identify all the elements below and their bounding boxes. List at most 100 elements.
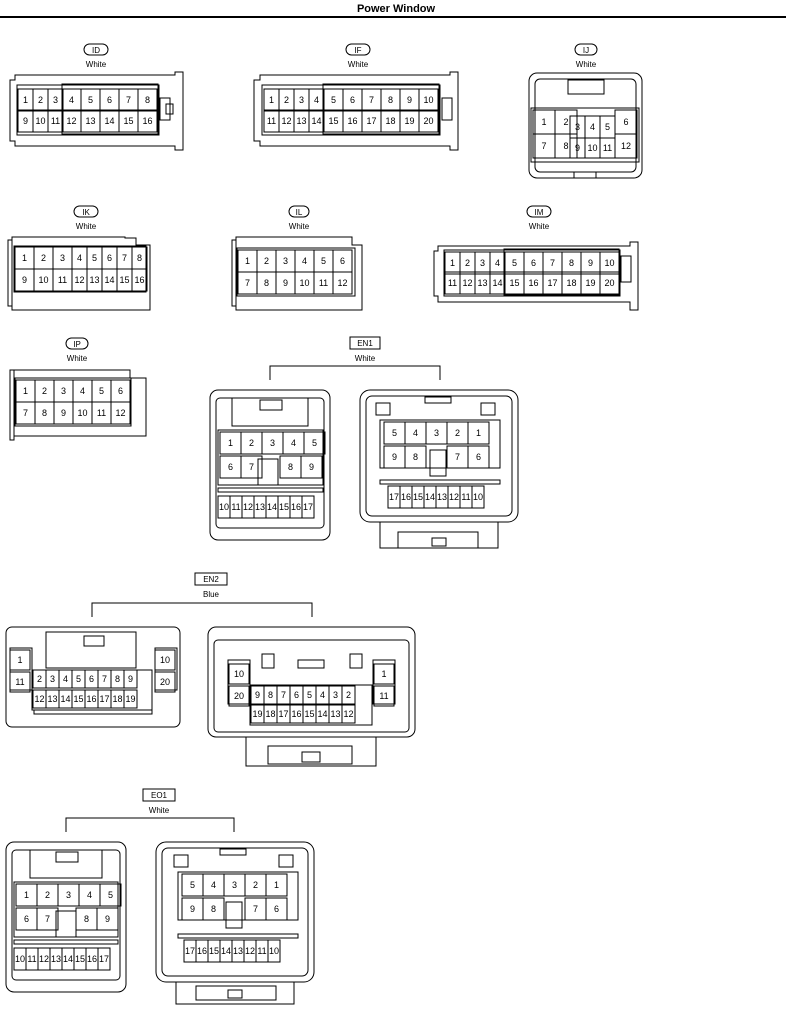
pin-number: 2 [563,117,568,127]
pin-cavity [9,649,31,671]
pin-number: 20 [604,278,614,288]
pin-number: 8 [115,674,120,684]
pin-number: 14 [63,954,73,964]
pin-number: 4 [87,890,92,900]
pin-number: 9 [588,258,593,268]
pin-number: 4 [314,95,319,105]
pin-cavity [265,873,288,897]
connector-id-label: IM [535,208,544,217]
pin-number: 2 [37,674,42,684]
connector-IL: IL White [231,205,363,311]
pin-number: 4 [69,95,74,105]
pin-number: 10 [423,95,433,105]
pin-cavity [97,947,111,971]
pin-number: 6 [350,95,355,105]
pin-number: 16 [86,694,96,704]
pin-number: 16 [291,502,301,512]
pin-number: 2 [346,690,351,700]
connector-color-label: White [348,60,369,69]
pin-number: 14 [221,946,231,956]
pin-number: 10 [219,502,229,512]
pin-cavity [467,445,490,469]
pin-number: 2 [42,386,47,396]
pin-number: 6 [107,253,112,263]
pin-number: 12 [245,946,255,956]
pin-cavity [137,88,158,112]
pin-number: 4 [80,386,85,396]
connector-EN1: EN1 White [209,336,519,549]
pin-number: 13 [477,278,487,288]
pin-number: 6 [89,674,94,684]
pin-cavity [341,704,356,724]
pin-number: 8 [268,690,273,700]
pin-number: 5 [307,690,312,700]
pin-number: 6 [623,117,628,127]
connector-id-label: IL [296,208,303,217]
pin-number: 14 [311,116,321,126]
pin-number: 1 [17,655,22,665]
pin-number: 2 [249,438,254,448]
pin-number: 3 [283,256,288,266]
pin-number: 12 [243,502,253,512]
pin-number: 8 [145,95,150,105]
pin-number: 4 [302,256,307,266]
pin-number: 10 [38,275,48,285]
pin-number: 5 [512,258,517,268]
page-title: Power Window [356,3,436,15]
pin-cavity [404,445,427,469]
pin-number: 9 [255,690,260,700]
pin-number: 15 [279,502,289,512]
pin-cavity [228,685,250,707]
pin-number: 12 [74,275,84,285]
pin-number: 9 [190,904,195,914]
connector-color-label: White [355,354,376,363]
pin-number: 11 [257,946,266,956]
pin-number: 12 [621,141,631,151]
pin-number: 3 [270,438,275,448]
pin-number: 7 [253,904,258,914]
pin-cavity [36,907,59,931]
pin-number: 5 [605,122,610,132]
pin-number: 9 [392,452,397,462]
pin-cavity [123,669,138,689]
page-header: Power Window [0,0,792,20]
pin-number: 8 [137,253,142,263]
pin-number: 10 [160,655,170,665]
pin-cavity [123,689,138,709]
pin-number: 14 [492,278,502,288]
pin-cavity [300,455,323,479]
pin-number: 17 [278,709,288,719]
pin-number: 18 [265,709,275,719]
pin-number: 12 [34,694,44,704]
pin-number: 7 [455,452,460,462]
pin-number: 9 [105,914,110,924]
pin-number: 13 [296,116,306,126]
pin-number: 13 [233,946,243,956]
pin-number: 1 [245,256,250,266]
pin-number: 4 [63,674,68,684]
pin-number: 5 [190,880,195,890]
pin-number: 16 [401,492,411,502]
pin-cavity [341,685,356,705]
pin-number: 10 [587,143,597,153]
pin-number: 8 [264,278,269,288]
pin-number: 19 [125,694,135,704]
pin-number: 20 [160,677,170,687]
pin-cavity [373,663,395,685]
pin-number: 2 [45,890,50,900]
header-rule [0,16,786,18]
connector-id-label: IK [82,208,90,217]
pin-number: 1 [450,258,455,268]
pin-cavity [614,133,638,159]
pin-number: 6 [24,914,29,924]
pin-number: 18 [566,278,576,288]
pin-number: 1 [23,386,28,396]
pin-number: 6 [228,462,233,472]
pin-number: 12 [343,709,353,719]
pin-number: 15 [119,275,129,285]
